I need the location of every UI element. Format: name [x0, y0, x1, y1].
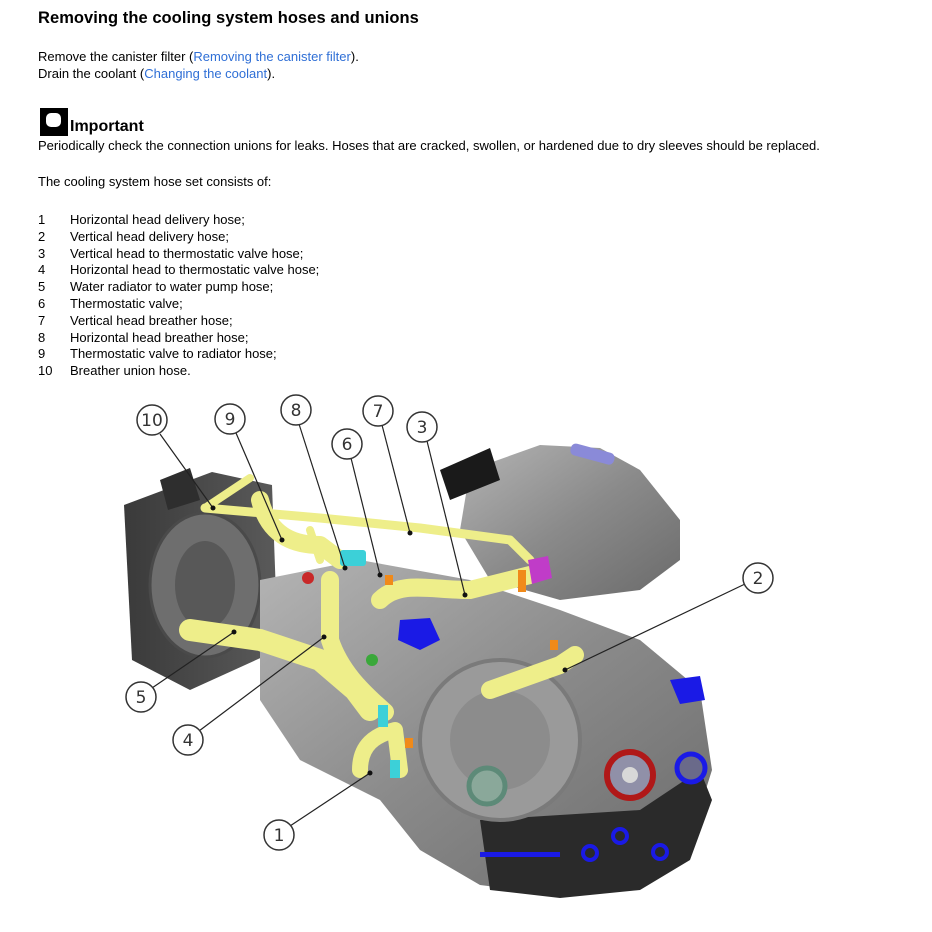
item-number: 5	[38, 279, 46, 295]
leader-lines	[151, 423, 746, 827]
prereq-suffix: ).	[267, 66, 276, 81]
item-label: Vertical head delivery hose;	[70, 228, 229, 244]
svg-text:10: 10	[141, 411, 163, 431]
callout-4: 4	[172, 724, 204, 756]
item-label: Horizontal head breather hose;	[70, 329, 249, 345]
prereq-suffix: ).	[350, 49, 359, 64]
callout-3: 3	[406, 411, 438, 443]
engine-cooling-diagram: 10 9 8 6 7 3 2 5 4 1	[0, 390, 932, 932]
callout-5: 5	[125, 681, 157, 713]
important-label: Important	[70, 118, 144, 135]
item-number: 2	[38, 228, 46, 244]
thermostatic-valve	[340, 550, 366, 566]
link-removing-canister-filter[interactable]: Removing the canister filter	[193, 49, 351, 64]
callout-9: 9	[214, 403, 246, 435]
list-item: 4 Horizontal head to thermostatic valve h…	[38, 262, 319, 279]
prerequisite-coolant: Drain the coolant (Changing the coolant)…	[38, 65, 275, 82]
hose-1	[352, 722, 408, 778]
svg-text:2: 2	[753, 569, 764, 589]
svg-text:5: 5	[136, 688, 147, 708]
prereq-text: Drain the coolant (	[38, 66, 145, 81]
list-item: 2 Vertical head delivery hose;	[38, 229, 319, 246]
item-number: 7	[38, 312, 46, 328]
svg-text:6: 6	[342, 435, 353, 455]
vertical-cylinder-head	[440, 443, 680, 600]
callout-7: 7	[362, 395, 394, 427]
item-label: Thermostatic valve to radiator hose;	[70, 346, 277, 362]
hose-set-intro: The cooling system hose set consists of:	[38, 174, 272, 189]
item-number: 6	[38, 295, 46, 311]
callout-2: 2	[742, 562, 774, 594]
list-item: 1 Horizontal head delivery hose;	[38, 212, 319, 229]
item-label: Vertical head to thermostatic valve hose…	[70, 245, 304, 261]
item-label: Thermostatic valve;	[70, 295, 183, 311]
callout-10: 10	[136, 404, 168, 436]
hoses	[179, 474, 584, 778]
prerequisite-canister: Remove the canister filter (Removing the…	[38, 48, 359, 65]
prereq-text: Remove the canister filter (	[38, 49, 194, 64]
hose-2	[481, 646, 584, 699]
item-label: Vertical head breather hose;	[70, 312, 233, 328]
svg-text:4: 4	[183, 731, 194, 751]
item-number: 8	[38, 329, 46, 345]
list-item: 8 Horizontal head breather hose;	[38, 330, 319, 347]
hose-4	[321, 571, 394, 721]
item-number: 10	[38, 363, 53, 379]
callout-6: 6	[331, 428, 363, 460]
item-number: 3	[38, 245, 46, 261]
svg-text:7: 7	[373, 402, 384, 422]
item-number: 4	[38, 262, 46, 278]
item-label: Breather union hose.	[70, 363, 191, 379]
callout-1: 1	[263, 819, 295, 851]
hose-3	[371, 566, 539, 609]
list-item: 9 Thermostatic valve to radiator hose;	[38, 346, 319, 363]
list-item: 5 Water radiator to water pump hose;	[38, 279, 319, 296]
engine-illustration: 10 9 8 6 7 3 2 5 4 1	[124, 394, 774, 898]
svg-text:1: 1	[274, 826, 285, 846]
important-icon	[40, 108, 68, 136]
hose-10-breather-union	[200, 503, 535, 565]
item-number: 1	[38, 212, 46, 227]
svg-text:3: 3	[417, 418, 428, 438]
item-number: 9	[38, 346, 46, 362]
page-title: Removing the cooling system hoses and un…	[38, 9, 419, 27]
item-label: Horizontal head to thermostatic valve ho…	[70, 262, 320, 278]
list-item: 10 Breather union hose.	[38, 363, 319, 380]
magenta-union	[528, 556, 552, 584]
link-changing-coolant[interactable]: Changing the coolant	[144, 66, 268, 81]
list-item: 3 Vertical head to thermostatic valve hos…	[38, 246, 319, 263]
item-label: Water radiator to water pump hose;	[70, 279, 274, 295]
important-text: Periodically check the connection unions…	[38, 138, 820, 153]
crankcase	[260, 560, 712, 898]
hose-8	[306, 526, 324, 564]
callout-8: 8	[280, 394, 312, 426]
green-seal	[466, 765, 508, 807]
list-item: 6 Thermostatic valve;	[38, 296, 319, 313]
svg-text:9: 9	[225, 410, 236, 430]
svg-text:8: 8	[291, 401, 302, 421]
item-label: Horizontal head delivery hose;	[70, 212, 245, 227]
clamps	[302, 550, 558, 778]
list-item: 7 Vertical head breather hose;	[38, 313, 319, 330]
